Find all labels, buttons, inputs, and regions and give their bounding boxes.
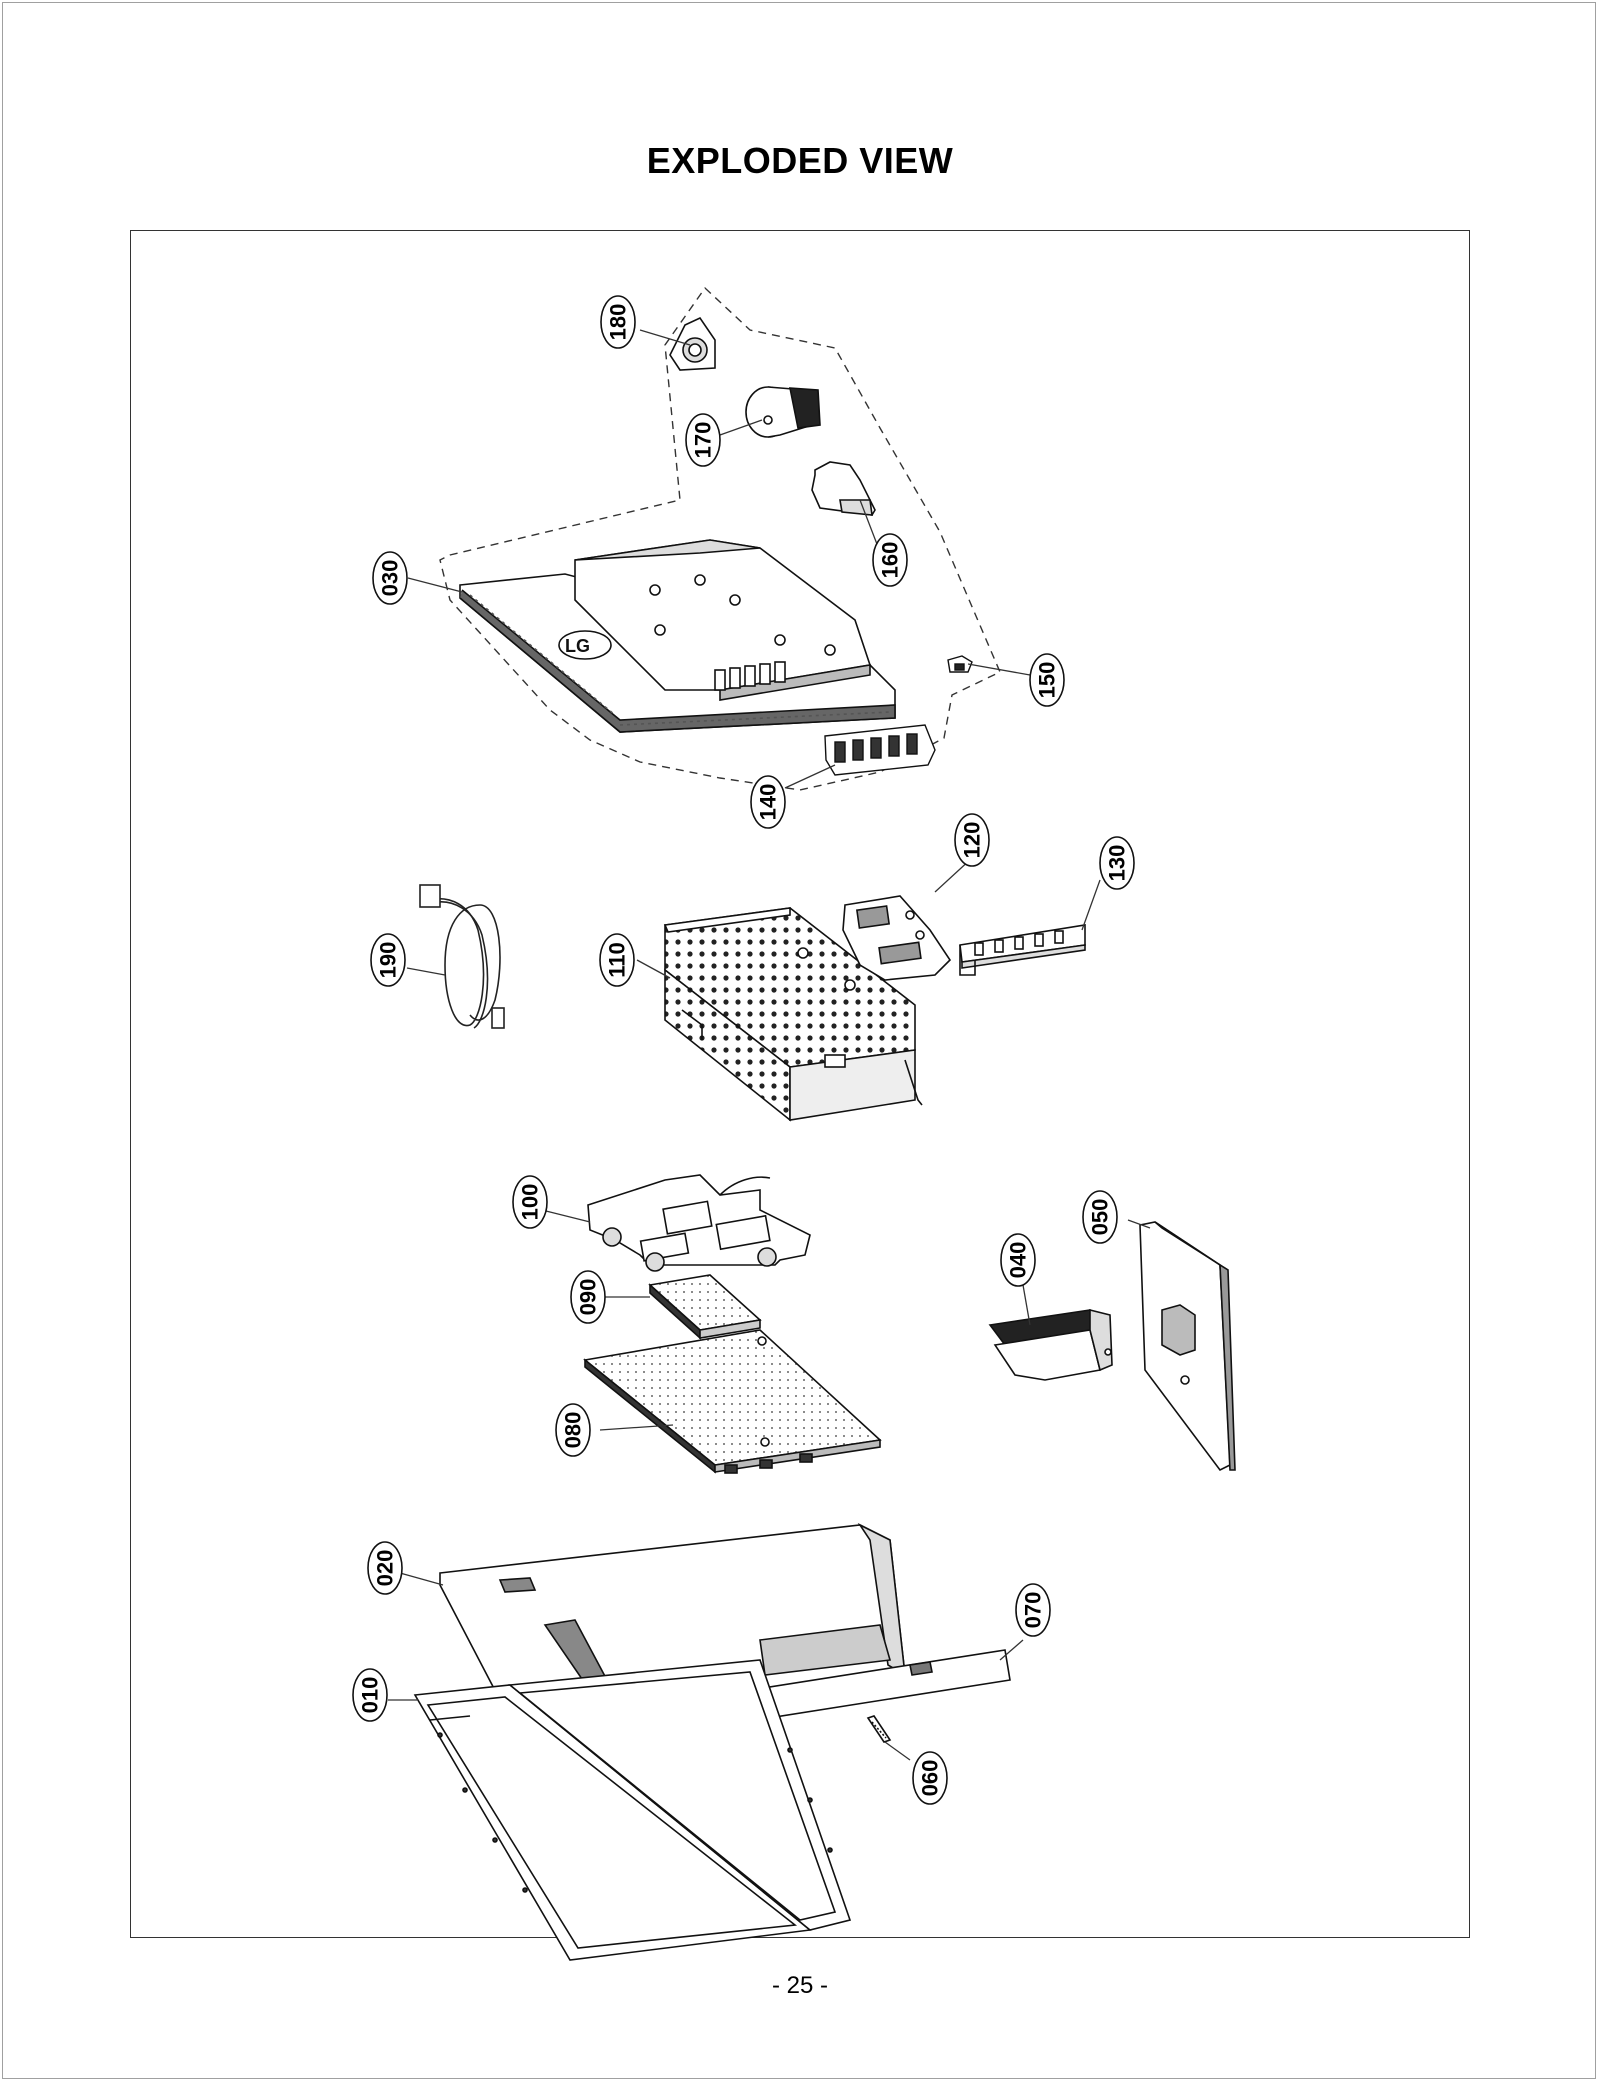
hinge-cap-part bbox=[669, 316, 716, 371]
callout-160: 160 bbox=[872, 533, 908, 587]
callout-090: 090 bbox=[570, 1270, 606, 1324]
callout-030: 030 bbox=[372, 551, 408, 605]
callout-020-label: 020 bbox=[373, 1550, 398, 1587]
callout-140: 140 bbox=[750, 775, 786, 829]
callout-160-label: 160 bbox=[878, 542, 903, 579]
callout-130: 130 bbox=[1099, 836, 1135, 890]
callout-190-label: 190 bbox=[376, 942, 401, 979]
main-board-part bbox=[583, 1329, 882, 1474]
page-number: - 25 - bbox=[771, 1972, 828, 1999]
callout-060: 060 bbox=[912, 1751, 948, 1805]
power-cord-part bbox=[419, 884, 505, 1029]
leader-lines bbox=[388, 329, 1151, 1761]
support-bracket-part bbox=[587, 1174, 811, 1272]
io-bracket-part bbox=[959, 924, 1086, 976]
callout-040-label: 040 bbox=[1006, 1242, 1031, 1279]
callout-100: 100 bbox=[512, 1175, 548, 1229]
callout-060-label: 060 bbox=[918, 1760, 943, 1797]
callout-050: 050 bbox=[1082, 1190, 1118, 1244]
shield-case-part bbox=[663, 907, 923, 1122]
callout-030-label: 030 bbox=[378, 560, 403, 597]
callout-080-label: 080 bbox=[561, 1412, 586, 1449]
callout-150: 150 bbox=[1029, 653, 1065, 707]
callout-010-label: 010 bbox=[358, 1677, 383, 1714]
callout-040: 040 bbox=[1000, 1233, 1036, 1287]
callout-100-label: 100 bbox=[518, 1184, 543, 1221]
callout-070: 070 bbox=[1015, 1583, 1051, 1637]
button-part bbox=[947, 655, 973, 673]
control-keys-part bbox=[824, 724, 936, 776]
callout-050-label: 050 bbox=[1088, 1199, 1113, 1236]
hinge-cover-part bbox=[811, 461, 876, 516]
hinge-part bbox=[745, 386, 821, 438]
bracket-part bbox=[842, 895, 952, 981]
callout-180-label: 180 bbox=[606, 304, 631, 341]
diagram-frame bbox=[130, 230, 1470, 1938]
callout-120-label: 120 bbox=[960, 822, 985, 859]
callout-020: 020 bbox=[367, 1541, 403, 1595]
page-title: EXPLODED VIEW bbox=[646, 140, 954, 181]
callout-110: 110 bbox=[599, 933, 635, 987]
callout-130-label: 130 bbox=[1105, 845, 1130, 882]
callout-080: 080 bbox=[555, 1403, 591, 1457]
callout-150-label: 150 bbox=[1035, 662, 1060, 699]
stand-neck-part bbox=[988, 1308, 1113, 1381]
callout-010: 010 bbox=[352, 1668, 388, 1722]
callout-190: 190 bbox=[370, 933, 406, 987]
callout-170-label: 170 bbox=[691, 422, 716, 459]
callout-170: 170 bbox=[685, 413, 721, 467]
stand-base-part bbox=[1139, 1221, 1236, 1472]
callout-110-label: 110 bbox=[605, 942, 630, 978]
callout-180: 180 bbox=[600, 295, 636, 349]
callout-090-label: 090 bbox=[576, 1279, 601, 1316]
interface-board-part bbox=[648, 1274, 762, 1340]
callout-070-label: 070 bbox=[1021, 1592, 1046, 1629]
lg-logo: LG bbox=[565, 636, 590, 656]
front-cabinet-part bbox=[413, 1659, 852, 1961]
rear-cover-part: LG bbox=[459, 539, 896, 733]
callout-140-label: 140 bbox=[756, 784, 781, 821]
power-spring-part bbox=[866, 1715, 892, 1743]
callout-120: 120 bbox=[954, 813, 990, 867]
